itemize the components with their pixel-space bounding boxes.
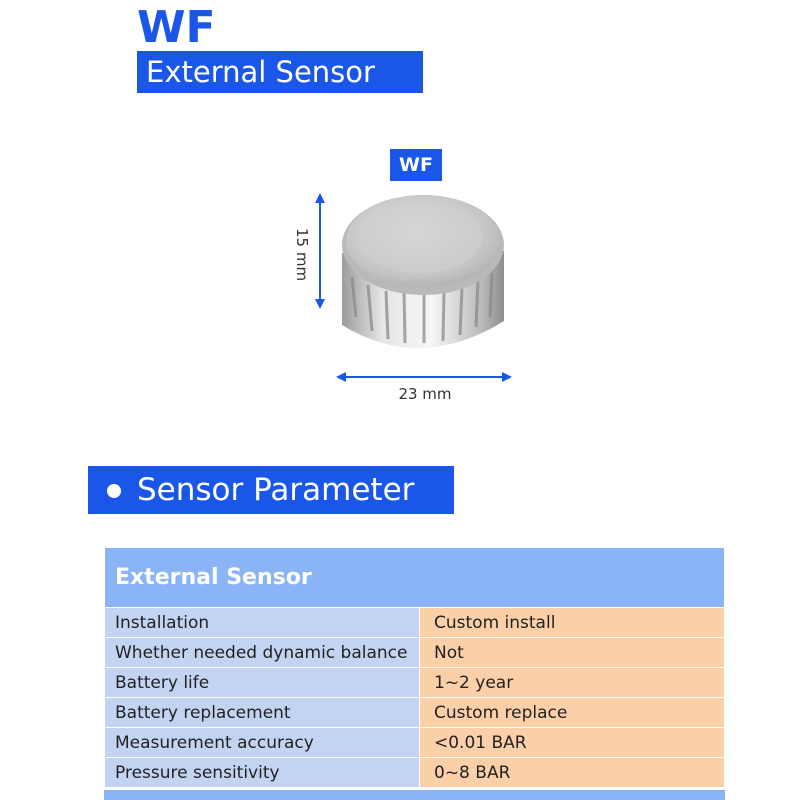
sensor-cap	[342, 195, 504, 349]
table-row: Whether needed dynamic balance Not	[104, 637, 725, 668]
bullet-dot-icon	[107, 484, 121, 498]
table-row: Pressure sensitivity 0~8 BAR	[104, 757, 725, 788]
row-label: Pressure sensitivity	[104, 757, 420, 788]
row-value: 1~2 year	[419, 667, 725, 698]
row-value: Not	[419, 637, 725, 668]
brand-title: WF	[137, 2, 216, 53]
row-label: Battery life	[104, 667, 420, 698]
section-title: Sensor Parameter	[137, 472, 415, 508]
table-row: Battery life 1~2 year	[104, 667, 725, 698]
sensor-badge: WF	[390, 149, 442, 181]
section-banner	[88, 466, 454, 514]
height-dimension-arrow	[315, 193, 325, 309]
row-label: Installation	[104, 607, 420, 638]
table-row: Installation Custom install	[104, 607, 725, 638]
row-label: Whether needed dynamic balance	[104, 637, 420, 668]
height-label: 15 mm	[293, 228, 311, 282]
row-label: Battery replacement	[104, 697, 420, 728]
row-value: Custom replace	[419, 697, 725, 728]
table-footer-band	[104, 790, 725, 800]
width-dimension-arrow	[336, 372, 512, 382]
table-row: Battery replacement Custom replace	[104, 697, 725, 728]
row-label: Measurement accuracy	[104, 727, 420, 758]
width-label: 23 mm	[398, 385, 452, 403]
table-header: External Sensor	[104, 547, 725, 608]
table-row: Measurement accuracy <0.01 BAR	[104, 727, 725, 758]
sensor-figure	[315, 193, 512, 382]
row-value: <0.01 BAR	[419, 727, 725, 758]
parameter-table: External Sensor Installation Custom inst…	[104, 547, 725, 788]
subtitle-banner: External Sensor	[137, 51, 423, 93]
row-value: Custom install	[419, 607, 725, 638]
row-value: 0~8 BAR	[419, 757, 725, 788]
